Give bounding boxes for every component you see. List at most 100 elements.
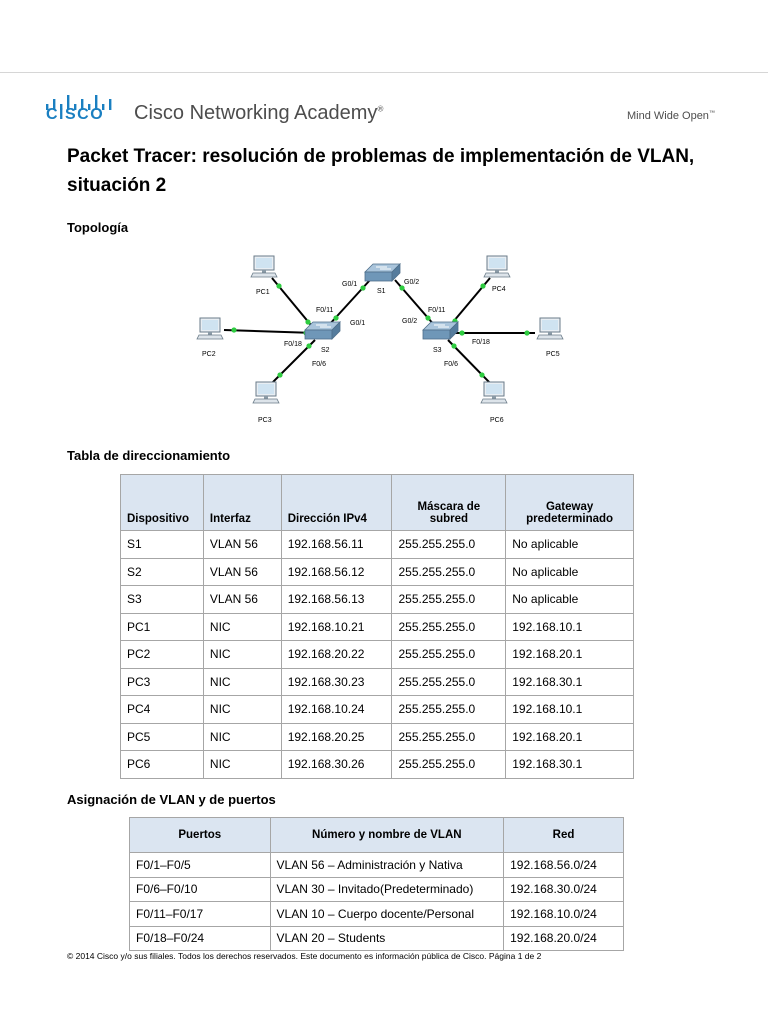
label-s2-f06: F0/6 (312, 361, 326, 368)
switch-s1-icon (365, 264, 400, 281)
table-cell: 192.168.30.0/24 (504, 877, 624, 902)
table-cell: VLAN 10 – Cuerpo docente/Personal (270, 902, 504, 927)
tagline: Mind Wide Open™ (627, 110, 715, 122)
table-cell: No aplicable (506, 558, 634, 586)
vlan-table: Puertos Número y nombre de VLAN Red F0/1… (129, 817, 624, 951)
table-row: S1VLAN 56192.168.56.11255.255.255.0No ap… (121, 531, 634, 559)
table-cell: 192.168.56.12 (281, 558, 392, 586)
table-cell: VLAN 56 (203, 558, 281, 586)
table-cell: F0/1–F0/5 (130, 853, 271, 878)
table-cell: F0/11–F0/17 (130, 902, 271, 927)
label-s3-f018: F0/18 (472, 339, 490, 346)
table-cell: S1 (121, 531, 204, 559)
table-cell: 192.168.30.26 (281, 751, 392, 779)
table-cell: F0/6–F0/10 (130, 877, 271, 902)
label-pc2: PC2 (202, 351, 216, 358)
link-pc2-s2 (224, 330, 315, 333)
table-cell: NIC (203, 613, 281, 641)
table-cell: PC3 (121, 668, 204, 696)
table-cell: NIC (203, 751, 281, 779)
table-cell: NIC (203, 668, 281, 696)
table-cell: 192.168.20.1 (506, 723, 634, 751)
table-cell: 192.168.20.1 (506, 641, 634, 669)
col-ipv4: Dirección IPv4 (281, 475, 392, 531)
pc3-icon (253, 382, 279, 403)
table-cell: 255.255.255.0 (392, 696, 506, 724)
col-mascara: Máscara de subred (392, 475, 506, 531)
pc1-icon (251, 256, 277, 277)
table-cell: S3 (121, 586, 204, 614)
table-cell: F0/18–F0/24 (130, 926, 271, 951)
switch-s3-icon (423, 322, 458, 339)
table-cell: PC1 (121, 613, 204, 641)
label-s3-f06: F0/6 (444, 361, 458, 368)
table-cell: 255.255.255.0 (392, 586, 506, 614)
pc2-icon (197, 318, 223, 339)
table-cell: 192.168.10.1 (506, 613, 634, 641)
table-cell: 192.168.10.21 (281, 613, 392, 641)
table-cell: VLAN 20 – Students (270, 926, 504, 951)
label-s2-g01: G0/1 (350, 320, 365, 327)
vlan-heading: Asignación de VLAN y de puertos (67, 792, 276, 807)
table-cell: NIC (203, 696, 281, 724)
label-s3: S3 (433, 347, 442, 354)
table-cell: 192.168.56.13 (281, 586, 392, 614)
table-cell: 255.255.255.0 (392, 613, 506, 641)
table-cell: 192.168.56.11 (281, 531, 392, 559)
col-vlan: Número y nombre de VLAN (270, 818, 504, 853)
label-s2: S2 (321, 347, 330, 354)
table-cell: PC5 (121, 723, 204, 751)
table-cell: 255.255.255.0 (392, 723, 506, 751)
table-cell: VLAN 56 (203, 586, 281, 614)
table-cell: 192.168.10.0/24 (504, 902, 624, 927)
table-cell: 255.255.255.0 (392, 558, 506, 586)
label-s3-f011: F0/11 (428, 307, 445, 314)
table-cell: 192.168.30.1 (506, 668, 634, 696)
table-cell: 255.255.255.0 (392, 668, 506, 696)
addressing-table: Dispositivo Interfaz Dirección IPv4 Másc… (120, 474, 634, 779)
table-cell: No aplicable (506, 586, 634, 614)
col-dispositivo: Dispositivo (121, 475, 204, 531)
pc6-icon (481, 382, 507, 403)
label-s2-f011: F0/11 (316, 307, 333, 314)
table-cell: NIC (203, 641, 281, 669)
label-pc5: PC5 (546, 351, 560, 358)
label-pc6: PC6 (490, 417, 504, 424)
col-red: Red (504, 818, 624, 853)
table-cell: 255.255.255.0 (392, 641, 506, 669)
addressing-heading: Tabla de direccionamiento (67, 448, 230, 463)
label-s3-g02: G0/2 (402, 318, 417, 325)
header-rule (0, 72, 768, 73)
table-cell: PC4 (121, 696, 204, 724)
table-cell: 192.168.10.24 (281, 696, 392, 724)
table-cell: VLAN 30 – Invitado(Predeterminado) (270, 877, 504, 902)
table-cell: 192.168.56.0/24 (504, 853, 624, 878)
label-pc3: PC3 (258, 417, 272, 424)
page-title: Packet Tracer: resolución de problemas d… (67, 142, 707, 200)
table-cell: PC2 (121, 641, 204, 669)
cisco-wordmark: CISCO (46, 106, 104, 124)
table-cell: VLAN 56 (203, 531, 281, 559)
table-cell: 192.168.20.25 (281, 723, 392, 751)
port-status-dots (231, 283, 529, 377)
pc5-icon (537, 318, 563, 339)
label-s1-g02: G0/2 (404, 279, 419, 286)
table-cell: NIC (203, 723, 281, 751)
table-cell: 192.168.30.1 (506, 751, 634, 779)
label-pc1: PC1 (256, 289, 270, 296)
switch-s2-icon (305, 322, 340, 339)
table-cell: 192.168.20.22 (281, 641, 392, 669)
table-cell: PC6 (121, 751, 204, 779)
table-header-row: Puertos Número y nombre de VLAN Red (130, 818, 624, 853)
table-cell: S2 (121, 558, 204, 586)
